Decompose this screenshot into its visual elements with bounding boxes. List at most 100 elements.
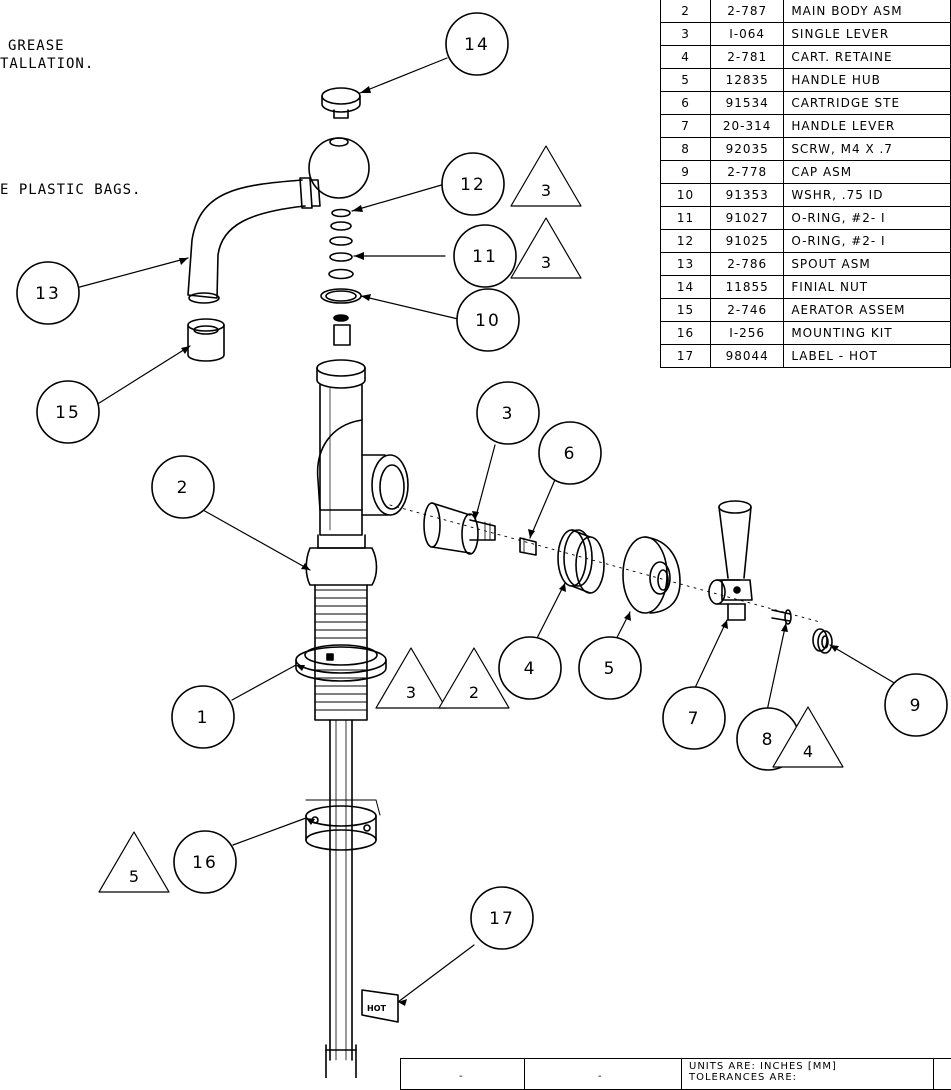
handle-lever-part [708, 500, 753, 621]
balloon-item-15: 15 [36, 380, 100, 444]
o-ring-stack-part [320, 208, 362, 304]
cart-retainer-part [557, 529, 605, 594]
balloon-item-10: 10 [456, 288, 520, 352]
hot-label-text: HOT [367, 1004, 386, 1013]
bom-item-number: 17 [659, 344, 712, 368]
triangle-shape [510, 145, 582, 207]
center-axis-line [389, 504, 821, 623]
balloon-circle [538, 421, 602, 485]
main-body-part [305, 314, 409, 721]
hot-label-part: HOT [361, 989, 399, 1023]
bom-item-number: 4 [659, 45, 712, 69]
balloon-circle [173, 830, 237, 894]
revision-triangle-2: 2 [438, 647, 510, 709]
balloon-label: 5 [604, 659, 617, 679]
balloon-circle [578, 636, 642, 700]
bom-description: WSHR, .75 ID [783, 183, 951, 207]
balloon-label: 10 [475, 311, 501, 331]
balloon-circle [151, 455, 215, 519]
triangle-label: 4 [803, 742, 813, 761]
bom-part-number: 2-778 [710, 160, 785, 184]
bom-part-number: 91534 [710, 91, 785, 115]
bom-item-number: 16 [659, 321, 712, 345]
balloon-item-16: 16 [173, 830, 237, 894]
triangle-shape [438, 647, 510, 709]
balloon-circle [470, 886, 534, 950]
balloon-circle [662, 686, 726, 750]
bom-item-number: 10 [659, 183, 712, 207]
bom-item-number: 7 [659, 114, 712, 138]
note-plastic-bags: E PLASTIC BAGS. [0, 182, 142, 198]
revision-triangle-4: 4 [772, 706, 844, 768]
balloon-label: 12 [460, 175, 486, 195]
balloon-item-9: 9 [884, 673, 948, 737]
bom-description: SPOUT ASM [783, 252, 951, 276]
revision-triangle-5: 5 [98, 831, 170, 893]
note-grease: GREASE [8, 38, 65, 54]
bom-description: CAP ASM [783, 160, 951, 184]
balloon-circle [36, 380, 100, 444]
leader-lines [75, 57, 897, 1003]
bom-description: HANDLE HUB [783, 68, 951, 92]
screw-part [771, 609, 792, 625]
cartridge-part [423, 502, 496, 555]
balloon-circle [16, 261, 80, 325]
triangle-shape [510, 217, 582, 279]
cartridge-stem-part [519, 537, 537, 556]
note-installation: TALLATION. [0, 56, 95, 72]
balloon-item-4: 4 [498, 636, 562, 700]
balloon-circle [498, 636, 562, 700]
triangle-label: 3 [541, 181, 551, 200]
bom-part-number: I-064 [710, 22, 785, 46]
bom-part-number: 12835 [710, 68, 785, 92]
bom-item-number: 8 [659, 137, 712, 161]
balloon-label: 15 [55, 403, 81, 423]
balloon-label: 4 [524, 659, 537, 679]
title-block-cell-1: - [401, 1059, 525, 1089]
balloon-label: 13 [35, 284, 61, 304]
bom-part-number: 98044 [710, 344, 785, 368]
title-block-cell-2: - [524, 1059, 682, 1089]
balloon-circle [441, 152, 505, 216]
triangle-shape [98, 831, 170, 893]
bom-description: LABEL - HOT [783, 344, 951, 368]
balloon-item-17: 17 [470, 886, 534, 950]
mounting-kit-part [305, 799, 381, 851]
revision-triangle-3: 3 [375, 647, 447, 709]
bom-description: O-RING, #2- I [783, 206, 951, 230]
bom-description: SCRW, M4 X .7 [783, 137, 951, 161]
bom-description: O-RING, #2- I [783, 229, 951, 253]
balloon-label: 14 [464, 35, 490, 55]
triangle-label: 3 [541, 253, 551, 272]
balloon-item-6: 6 [538, 421, 602, 485]
spout-assembly-part [187, 137, 370, 304]
balloon-circle [171, 685, 235, 749]
bom-description: SINGLE LEVER [783, 22, 951, 46]
balloon-circle [453, 224, 517, 288]
balloon-label: 11 [472, 247, 498, 267]
balloon-item-3: 3 [476, 381, 540, 445]
balloon-item-1: 1 [171, 685, 235, 749]
mounting-nut-part [295, 644, 387, 682]
arrowheads [179, 86, 839, 1006]
revision-triangle-3: 3 [510, 217, 582, 279]
aerator-part [187, 318, 225, 362]
balloon-label: 7 [688, 709, 701, 729]
balloon-label: 2 [177, 478, 190, 498]
balloon-label: 3 [502, 404, 515, 424]
balloon-item-13: 13 [16, 261, 80, 325]
triangle-label: 5 [129, 867, 139, 886]
revision-triangle-3: 3 [510, 145, 582, 207]
